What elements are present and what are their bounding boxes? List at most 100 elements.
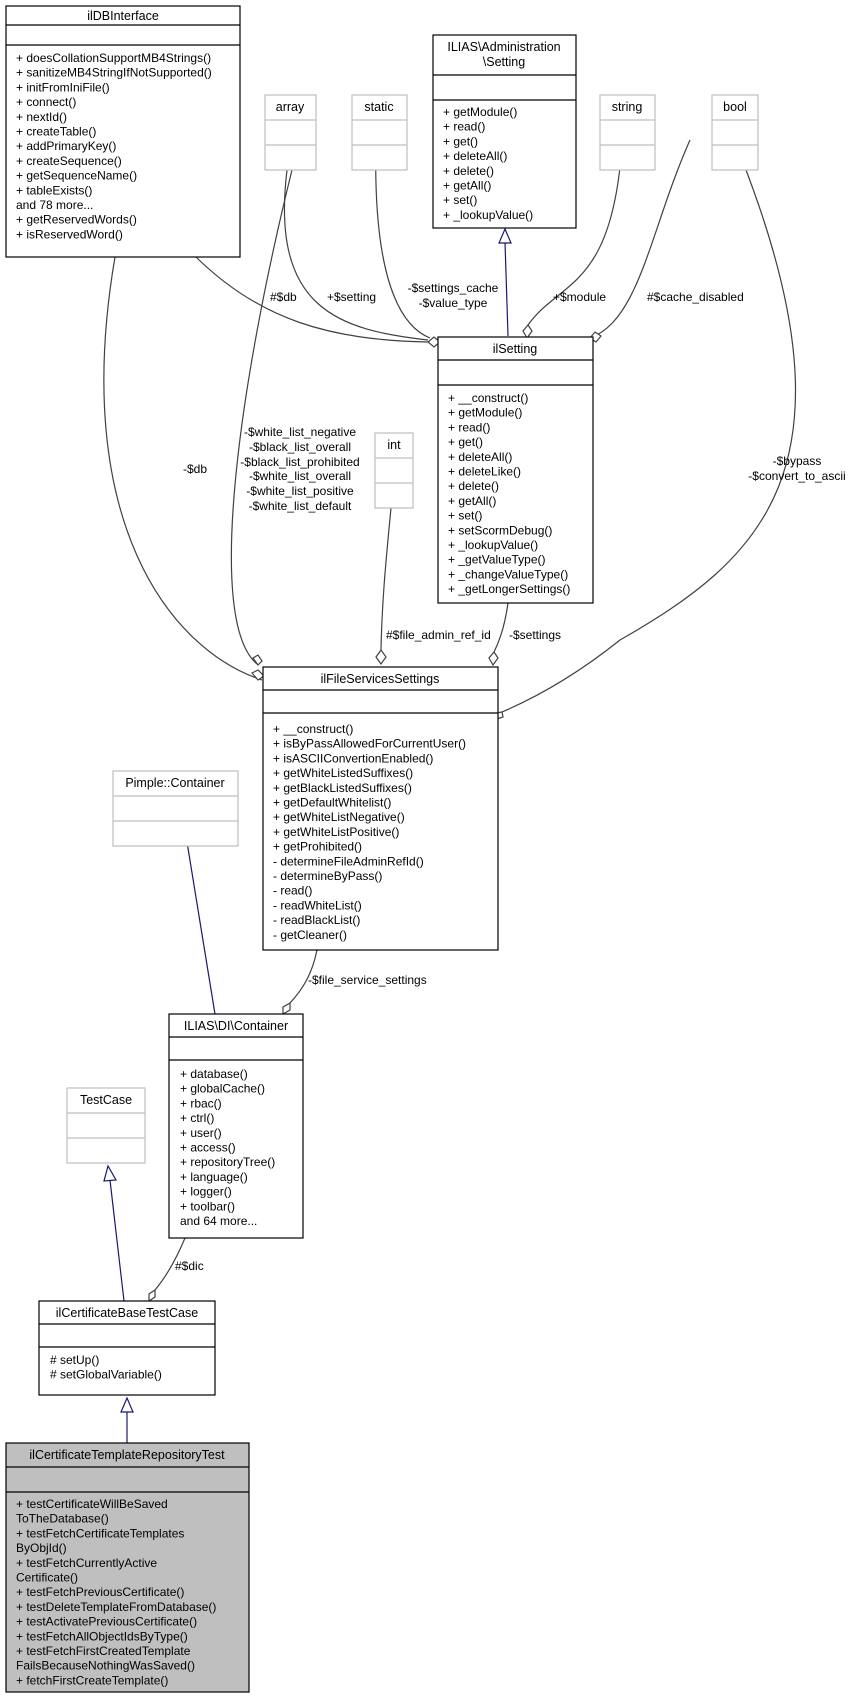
method-item: + ctrl()	[180, 1111, 214, 1125]
method-item: - determineByPass()	[273, 869, 382, 883]
edge-static-to-ilsetting	[375, 139, 431, 339]
class-bool[interactable]: bool	[711, 94, 759, 171]
method-list: + database()+ globalCache()+ rbac()+ ctr…	[180, 1067, 275, 1228]
label-setting-array: +$setting	[327, 290, 376, 304]
method-item: + __construct()	[448, 391, 528, 405]
edge-db-to-filesettings	[103, 256, 263, 681]
method-item: + database()	[180, 1067, 248, 1081]
edge-array-to-ilsetting	[283, 169, 429, 341]
class-name: int	[387, 438, 401, 452]
class-string[interactable]: string	[599, 94, 656, 171]
method-list: + getModule()+ read()+ get()+ deleteAll(…	[443, 105, 533, 222]
method-item: + getWhiteListedSuffixes()	[273, 766, 413, 780]
class-di-container[interactable]: ILIAS\DI\Container + database()+ globalC…	[168, 1013, 304, 1239]
class-ilcertificatebasetestcase[interactable]: ilCertificateBaseTestCase # setUp()# set…	[38, 1300, 216, 1396]
class-ilcertificatetemplaterepositorytest[interactable]: ilCertificateTemplateRepositoryTest + te…	[5, 1442, 250, 1693]
method-item: - getCleaner()	[273, 928, 347, 942]
arrowhead-testcase	[103, 1164, 117, 1182]
label-settings-cache: -$settings_cache	[408, 281, 499, 295]
diamond-ilsetting-string	[522, 323, 533, 340]
class-ilsetting[interactable]: ilSetting + __construct()+ getModule()+ …	[437, 336, 594, 604]
class-administration-setting[interactable]: ILIAS\Administration \Setting + getModul…	[432, 34, 577, 229]
class-name: array	[276, 100, 305, 114]
method-item: + delete()	[448, 479, 499, 493]
method-item: and 64 more...	[180, 1214, 257, 1228]
label-dic: #$dic	[175, 1259, 204, 1273]
method-list: + doesCollationSupportMB4Strings()+ sani…	[16, 51, 212, 241]
method-item: - readBlackList()	[273, 913, 360, 927]
class-name: ILIAS\DI\Container	[184, 1019, 288, 1033]
edge-ilsetting-inherits-adminsetting	[504, 241, 509, 337]
method-item: + sanitizeMB4StringIfNotSupported()	[16, 66, 212, 80]
method-item: + testFetchCertificateTemplates	[16, 1526, 184, 1540]
method-item: FailsBecauseNothingWasSaved()	[16, 1659, 195, 1673]
method-list: # setUp()# setGlobalVariable()	[50, 1353, 162, 1382]
label-db-files: -$db	[183, 462, 207, 476]
method-item: + testFetchCurrentlyActive	[16, 1556, 157, 1570]
diamond-filesettings-int	[375, 648, 387, 666]
method-item: + read()	[443, 120, 485, 134]
method-item: + _lookupValue()	[448, 538, 538, 552]
class-pimple-container[interactable]: Pimple::Container	[112, 770, 239, 847]
edge-db-to-ilsetting	[195, 256, 429, 343]
method-item: + initFromIniFile()	[16, 80, 110, 94]
method-item: + getWhiteListNegative()	[273, 810, 405, 824]
method-item: + tableExists()	[16, 183, 92, 197]
edges	[103, 139, 797, 1443]
method-item: - determineFileAdminRefId()	[273, 854, 424, 868]
method-item: + language()	[180, 1170, 248, 1184]
label-file-admin-ref-id: #$file_admin_ref_id	[386, 628, 491, 642]
method-item: + testDeleteTemplateFromDatabase()	[16, 1600, 216, 1614]
method-item: + testCertificateWillBeSaved	[16, 1497, 168, 1511]
arrowhead-adminsetting	[498, 227, 512, 244]
class-int[interactable]: int	[374, 432, 414, 509]
method-item: + createTable()	[16, 125, 96, 139]
class-array[interactable]: array	[264, 94, 317, 171]
method-item: + getModule()	[443, 105, 517, 119]
method-item: + _getLongerSettings()	[448, 582, 570, 596]
method-item: # setGlobalVariable()	[50, 1368, 162, 1382]
label-white-list-overall: -$white_list_overall	[249, 469, 351, 483]
class-ilfileservicessettings[interactable]: ilFileServicesSettings + __construct()+ …	[262, 666, 499, 951]
class-static[interactable]: static	[351, 94, 408, 171]
method-item: + testFetchPreviousCertificate()	[16, 1585, 184, 1599]
class-name: string	[612, 100, 643, 114]
method-item: + deleteLike()	[448, 465, 521, 479]
method-item: + logger()	[180, 1185, 232, 1199]
method-item: + connect()	[16, 95, 76, 109]
method-item: + deleteAll()	[443, 149, 507, 163]
class-testcase[interactable]: TestCase	[66, 1087, 146, 1164]
class-name: Pimple::Container	[125, 776, 224, 790]
arrowhead-basetestcase	[120, 1396, 134, 1413]
method-item: + get()	[448, 435, 483, 449]
method-item: Certificate()	[16, 1571, 78, 1585]
class-ildbinterface[interactable]: ilDBInterface + doesCollationSupportMB4S…	[5, 5, 241, 258]
method-item: + __construct()	[273, 722, 353, 736]
method-item: - read()	[273, 884, 312, 898]
label-bypass: -$bypass	[773, 454, 822, 468]
label-value-type: -$value_type	[419, 296, 488, 310]
method-item: + _changeValueType()	[448, 567, 568, 581]
method-item: + _lookupValue()	[443, 208, 533, 222]
method-item: + getSequenceName()	[16, 169, 137, 183]
method-item: + getDefaultWhitelist()	[273, 796, 391, 810]
diamond-filesettings-array	[252, 654, 263, 666]
method-list: + __construct()+ isByPassAllowedForCurre…	[273, 722, 466, 942]
label-convert-to-ascii: -$convert_to_ascii	[748, 469, 845, 483]
edge-bool-to-filesettings	[501, 169, 797, 713]
class-name-line-1: ILIAS\Administration	[447, 40, 560, 54]
method-item: + getAll()	[443, 179, 491, 193]
label-white-list-negative: -$white_list_negative	[244, 425, 356, 439]
edge-int-to-filesettings	[380, 507, 392, 651]
label-module: +$module	[553, 290, 606, 304]
method-item: + getAll()	[448, 494, 496, 508]
class-name: bool	[723, 100, 747, 114]
edge-labels: #$db +$setting -$settings_cache -$value_…	[175, 281, 846, 1273]
method-item: + getBlackListedSuffixes()	[273, 781, 412, 795]
class-name: ilDBInterface	[87, 9, 159, 23]
edge-bool-to-ilsetting	[589, 139, 691, 339]
class-name: ilCertificateBaseTestCase	[56, 1306, 198, 1320]
method-item: + setScormDebug()	[448, 523, 552, 537]
class-name: ilCertificateTemplateRepositoryTest	[29, 1448, 225, 1462]
